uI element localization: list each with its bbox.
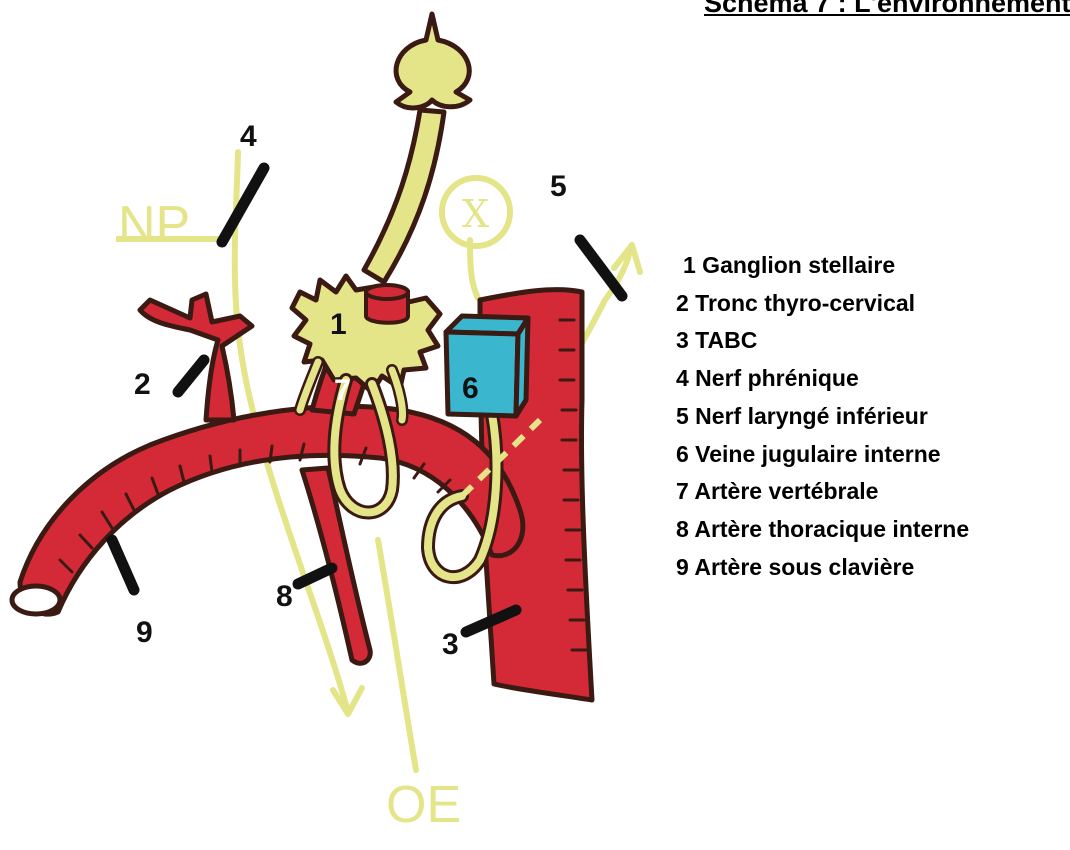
oe-handwritten-label: OE (386, 776, 461, 834)
vertebral-cylinder (366, 285, 408, 323)
marker-3: 3 (442, 628, 459, 661)
sympathetic-trunk (364, 110, 444, 282)
marker-5: 5 (550, 170, 567, 203)
marker-2: 2 (134, 368, 151, 401)
internal-jugular-vein (446, 316, 528, 416)
leader-9 (112, 540, 134, 590)
marker-7: 7 (334, 374, 351, 407)
np-handwritten-label: NP (118, 196, 190, 254)
marker-8: 8 (276, 580, 293, 613)
marker-6: 6 (462, 372, 479, 405)
subclavian-open-end (12, 586, 60, 614)
marker-4: 4 (240, 120, 257, 153)
superior-cervical-ganglion (396, 14, 470, 108)
marker-1: 1 (330, 308, 347, 341)
vagus-roman-label: X (462, 192, 489, 236)
leader-2 (178, 360, 204, 392)
np-underline (116, 236, 226, 242)
esophagus-line (378, 540, 416, 770)
marker-9: 9 (136, 616, 153, 649)
leader-4 (222, 168, 264, 242)
